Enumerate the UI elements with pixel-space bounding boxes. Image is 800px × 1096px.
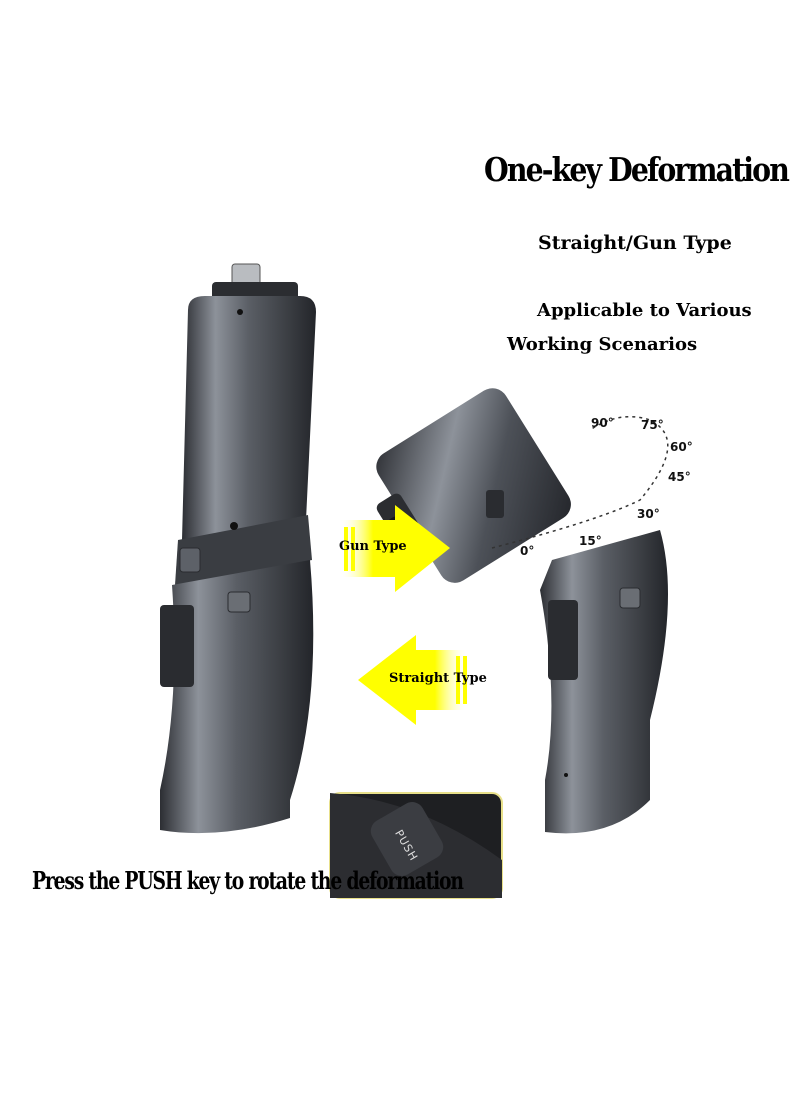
scenarios-subtitle-line1: Applicable to Various [537, 300, 752, 321]
straight-type-arrow [358, 635, 468, 725]
straight-type-label: Straight Type [389, 671, 487, 686]
gun-type-label: Gun Type [339, 539, 407, 554]
gun-screwdriver [376, 388, 668, 834]
type-subtitle: Straight/Gun Type [538, 232, 732, 254]
push-key-caption: Press the PUSH key to rotate the deforma… [32, 866, 464, 895]
gun-type-arrow [340, 505, 450, 592]
angle-0: 0° [520, 544, 534, 558]
angle-90: 90° [591, 416, 614, 430]
angle-15: 15° [579, 534, 602, 548]
angle-75: 75° [641, 418, 664, 432]
page-title: One-key Deformation [484, 150, 790, 189]
push-key-inset: PUSH [329, 792, 503, 899]
scenarios-subtitle-line2: Working Scenarios [507, 334, 698, 355]
angle-30: 30° [637, 507, 660, 521]
straight-screwdriver [160, 263, 316, 834]
angle-dial [491, 415, 669, 549]
angle-60: 60° [670, 440, 693, 454]
angle-45: 45° [668, 470, 691, 484]
